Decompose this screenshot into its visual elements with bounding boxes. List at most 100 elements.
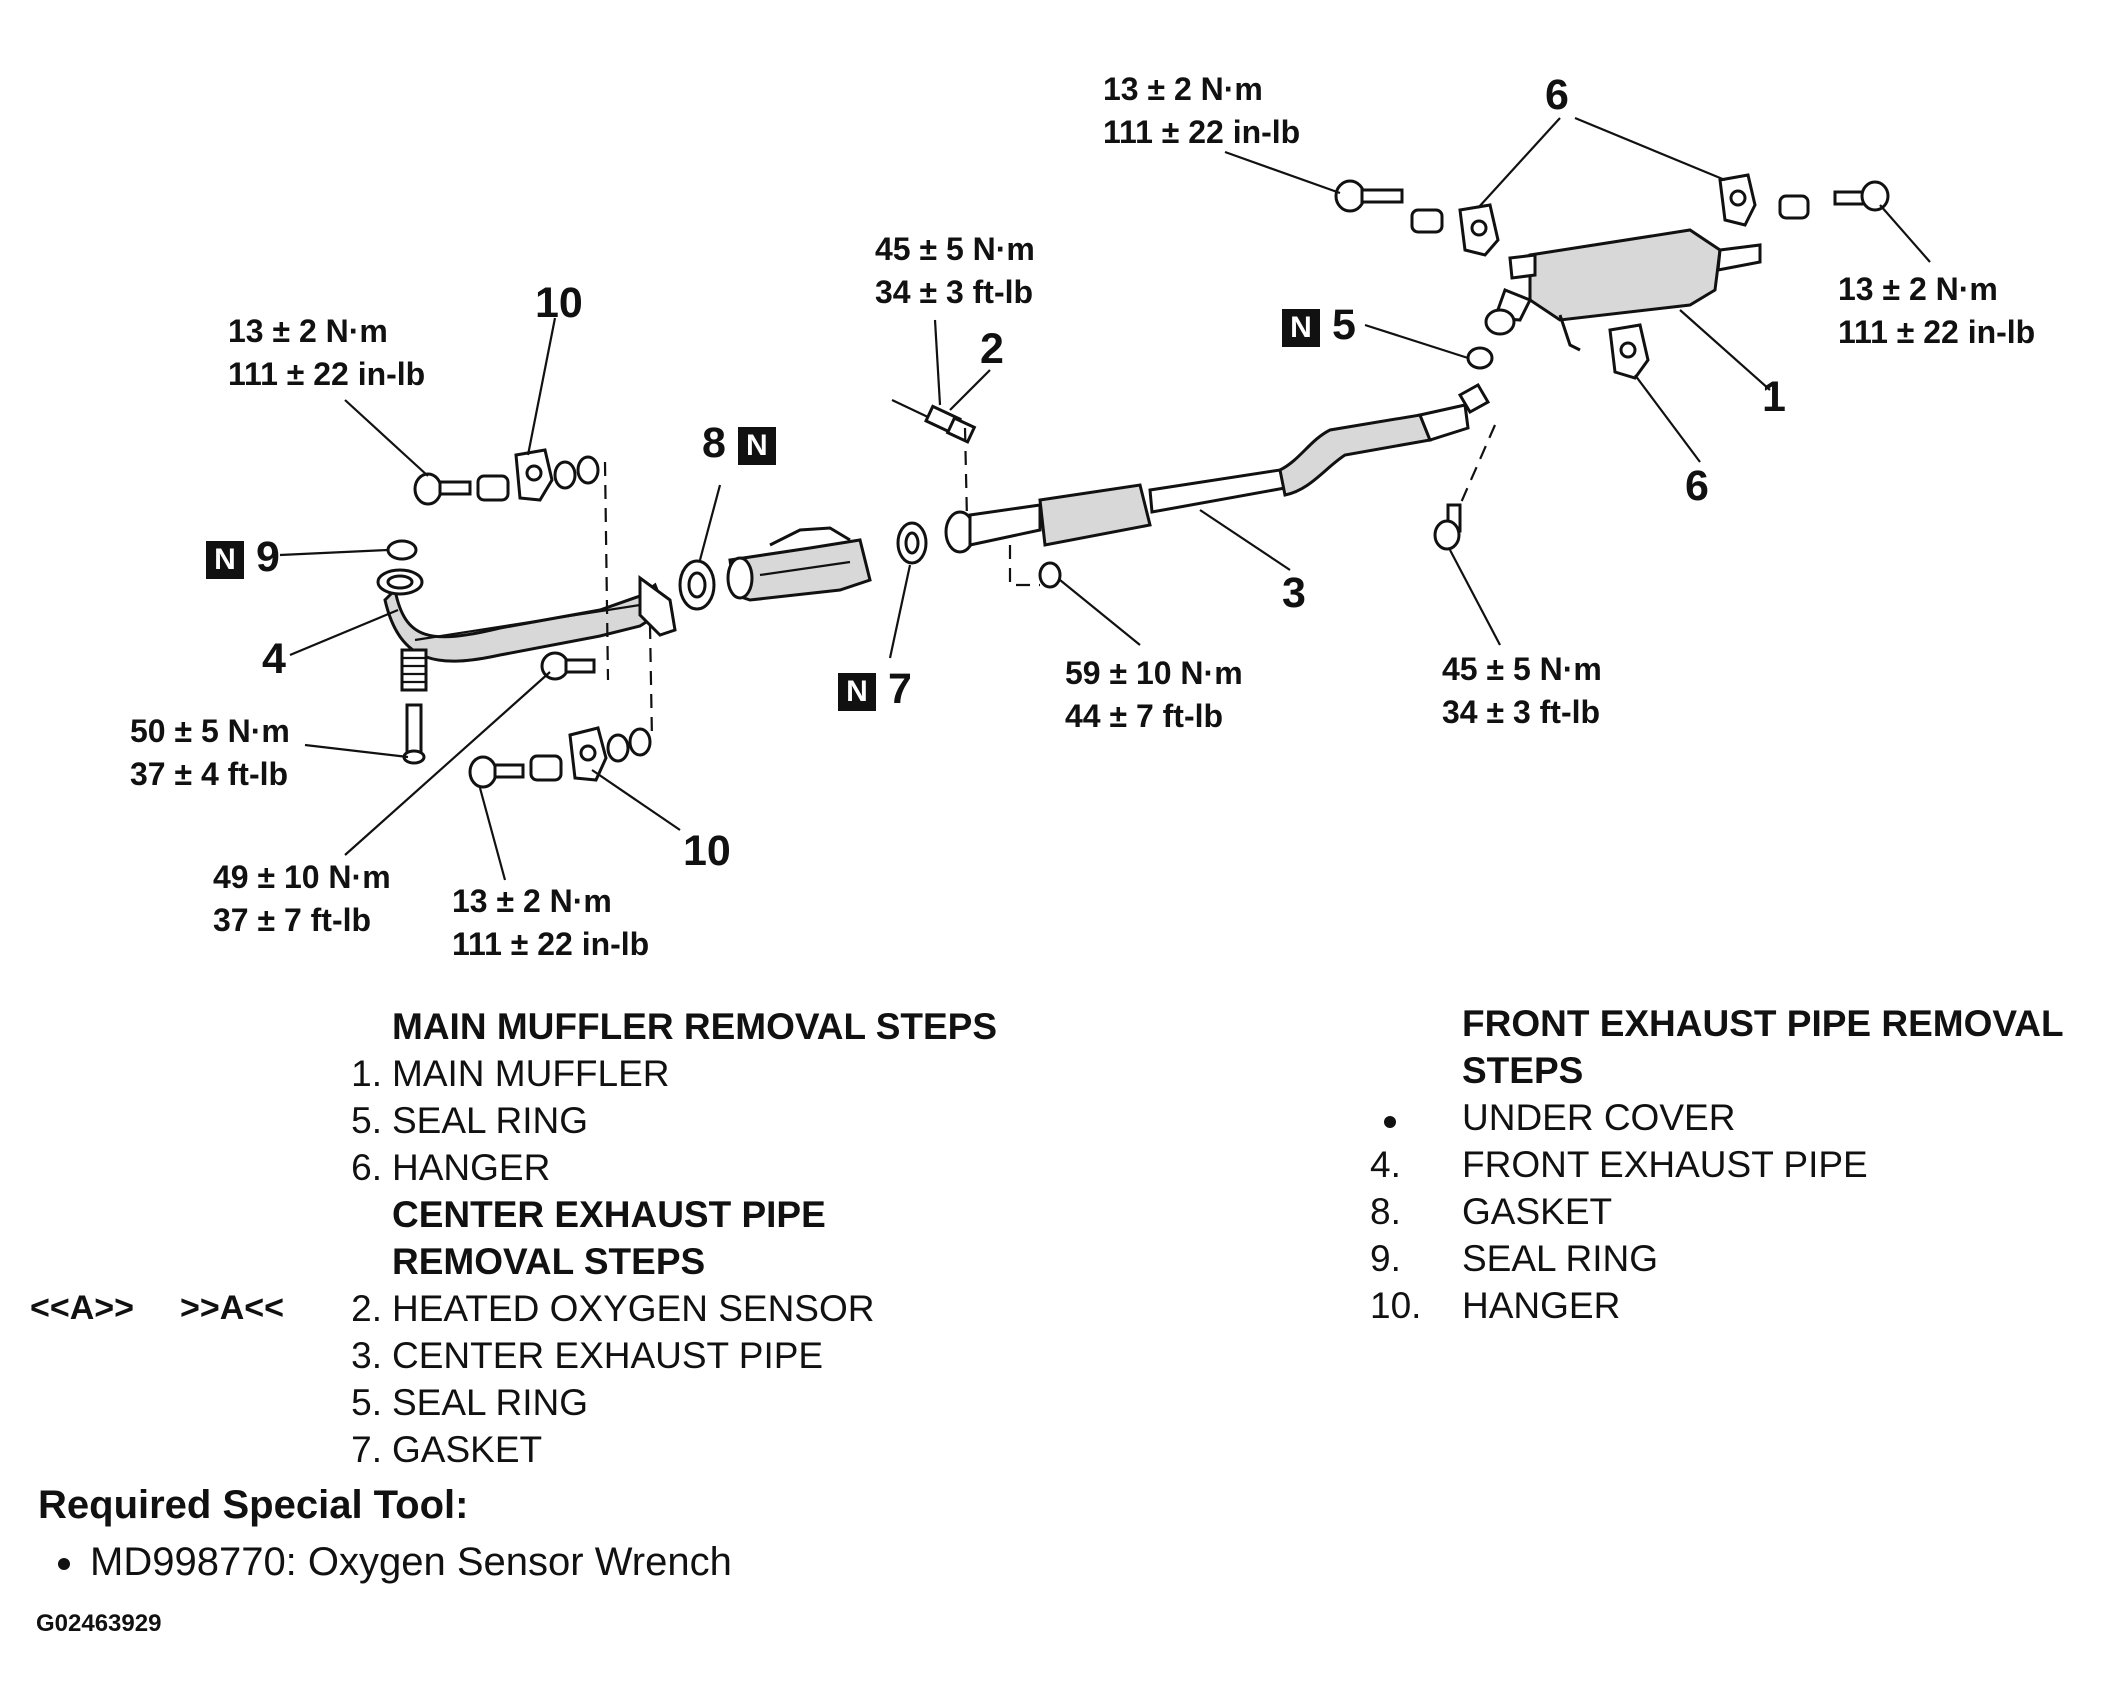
front-pipe-header-line2: STEPS	[1462, 1050, 1584, 1091]
torque-metric: 59 ± 10 N·m	[1065, 655, 1243, 691]
torque-metric: 45 ± 5 N·m	[875, 231, 1035, 267]
catalytic-converter	[726, 526, 872, 602]
callout-8-number: 8	[702, 419, 726, 467]
torque-rear-flange: 45 ± 5 N·m 34 ± 3 ft-lb	[1442, 648, 1602, 734]
torque-metric: 50 ± 5 N·m	[130, 713, 290, 749]
torque-metric: 13 ± 2 N·m	[228, 313, 388, 349]
alignment-dashes	[603, 424, 1497, 741]
removal-steps-right: FRONT EXHAUST PIPE REMOVAL STEPS UNDER C…	[1370, 1000, 2110, 1329]
step-row: 6. HANGER	[30, 1144, 1030, 1191]
step-row: <<A>> >>A<< 2. HEATED OXYGEN SENSOR	[30, 1285, 1030, 1332]
torque-center-nut: 59 ± 10 N·m 44 ± 7 ft-lb	[1065, 652, 1243, 738]
step-row: 4. FRONT EXHAUST PIPE	[1370, 1141, 2110, 1188]
main-muffler-header: MAIN MUFFLER REMOVAL STEPS	[392, 1006, 998, 1047]
special-tool-title: Required Special Tool:	[38, 1483, 469, 1527]
callout-1: 1	[1762, 373, 1786, 421]
step-row: 8. GASKET	[1370, 1188, 2110, 1235]
step-text: SEAL RING	[392, 1382, 589, 1423]
torque-metric: 13 ± 2 N·m	[452, 883, 612, 919]
step-number: 7.	[351, 1429, 382, 1470]
step-row: 5. SEAL RING	[30, 1097, 1030, 1144]
torque-imperial: 111 ± 22 in-lb	[452, 926, 650, 962]
callout-6-bottom: 6	[1685, 462, 1709, 510]
step-text: GASKET	[392, 1429, 543, 1470]
torque-imperial: 34 ± 3 ft-lb	[875, 274, 1034, 310]
front-hanger-top-hardware	[413, 448, 600, 506]
step-number: 8.	[1370, 1191, 1401, 1232]
callout-8: 8 N	[702, 422, 776, 465]
rear-flange-bolt	[1433, 503, 1462, 551]
torque-front-hanger-bottom: 13 ± 2 N·m 111 ± 22 in-lb	[452, 880, 649, 966]
step-text: HEATED OXYGEN SENSOR	[392, 1288, 875, 1329]
center-nut	[1038, 561, 1062, 589]
flange-bolt	[540, 651, 596, 681]
callout-4: 4	[262, 635, 286, 683]
special-tool-text: MD998770: Oxygen Sensor Wrench	[90, 1540, 732, 1584]
front-pipe-header-line1: FRONT EXHAUST PIPE REMOVAL	[1462, 1003, 2064, 1044]
step-row: 1. MAIN MUFFLER	[30, 1050, 1030, 1097]
new-part-tag-7: N	[838, 672, 876, 711]
step-number: 1.	[351, 1053, 382, 1094]
gasket-8	[678, 559, 716, 611]
step-text: HANGER	[392, 1147, 551, 1188]
front-pipe-header-row-1: FRONT EXHAUST PIPE REMOVAL	[1370, 1000, 2110, 1047]
callout-7-number: 7	[887, 665, 912, 713]
step-text: CENTER EXHAUST PIPE	[392, 1335, 824, 1376]
step-row: 10. HANGER	[1370, 1282, 2110, 1329]
center-pipe-header-line1: CENTER EXHAUST PIPE	[392, 1194, 826, 1235]
center-pipe-header-line2: REMOVAL STEPS	[392, 1241, 706, 1282]
step-row: UNDER COVER	[1370, 1094, 2110, 1141]
step-number: 4.	[1370, 1144, 1401, 1185]
muffler-hanger-lower	[1608, 323, 1650, 380]
muffler-hanger-left-hardware	[1334, 179, 1500, 257]
install-procedure-code: >>A<<	[180, 1289, 284, 1327]
step-text: FRONT EXHAUST PIPE	[1462, 1144, 1868, 1185]
step-number: 3.	[351, 1335, 382, 1376]
torque-metric: 13 ± 2 N·m	[1103, 71, 1263, 107]
center-pipe-header-row-1: CENTER EXHAUST PIPE	[30, 1191, 1030, 1238]
removal-steps-left: MAIN MUFFLER REMOVAL STEPS 1. MAIN MUFFL…	[30, 1003, 1030, 1473]
front-hanger-bottom-hardware	[468, 726, 652, 789]
oxygen-sensor	[891, 399, 977, 444]
torque-front-hanger-top: 13 ± 2 N·m 111 ± 22 in-lb	[228, 310, 425, 396]
step-number: 6.	[351, 1147, 382, 1188]
step-text: HANGER	[1462, 1285, 1621, 1326]
callout-6-top: 6	[1545, 71, 1569, 119]
torque-muffler-hanger-left: 13 ± 2 N·m 111 ± 22 in-lb	[1103, 68, 1300, 154]
torque-metric: 49 ± 10 N·m	[213, 859, 391, 895]
torque-muffler-hanger-right: 13 ± 2 N·m 111 ± 22 in-lb	[1838, 268, 2035, 354]
step-number: 2.	[351, 1288, 382, 1329]
gasket-7	[896, 521, 928, 565]
torque-imperial: 111 ± 22 in-lb	[1103, 114, 1301, 150]
callout-5-number: 5	[1331, 301, 1356, 349]
front-exhaust-pipe	[376, 568, 677, 663]
callout-7: N 7	[838, 668, 912, 711]
step-row: 9. SEAL RING	[1370, 1235, 2110, 1282]
step-number: 5.	[351, 1100, 382, 1141]
figure-id: G02463929	[36, 1610, 162, 1637]
torque-imperial: 34 ± 3 ft-lb	[1442, 694, 1601, 730]
step-row: 7. GASKET	[30, 1426, 1030, 1473]
torque-imperial: 111 ± 22 in-lb	[1838, 314, 2036, 350]
torque-oxygen-sensor: 45 ± 5 N·m 34 ± 3 ft-lb	[875, 228, 1035, 314]
spring-and-stud	[400, 648, 428, 765]
new-part-tag-5: N	[1282, 308, 1320, 347]
special-tool-item: MD998770: Oxygen Sensor Wrench	[58, 1540, 732, 1585]
bullet-icon	[1384, 1096, 1424, 1143]
torque-imperial: 111 ± 22 in-lb	[228, 356, 426, 392]
step-text: MAIN MUFFLER	[392, 1053, 670, 1094]
torque-metric: 13 ± 2 N·m	[1838, 271, 1998, 307]
leader-lines	[279, 116, 1931, 881]
step-number: 10.	[1370, 1285, 1422, 1326]
removal-procedure-code: <<A>>	[30, 1289, 134, 1327]
seal-ring-9	[386, 539, 418, 561]
torque-metric: 45 ± 5 N·m	[1442, 651, 1602, 687]
new-part-tag-9: N	[206, 540, 244, 579]
step-text: UNDER COVER	[1462, 1097, 1736, 1138]
torque-imperial: 37 ± 7 ft-lb	[213, 902, 372, 938]
callout-9: N 9	[206, 536, 280, 579]
callout-5: N 5	[1282, 304, 1356, 347]
callout-9-number: 9	[255, 533, 280, 581]
torque-flange-bolt: 49 ± 10 N·m 37 ± 7 ft-lb	[213, 856, 391, 942]
